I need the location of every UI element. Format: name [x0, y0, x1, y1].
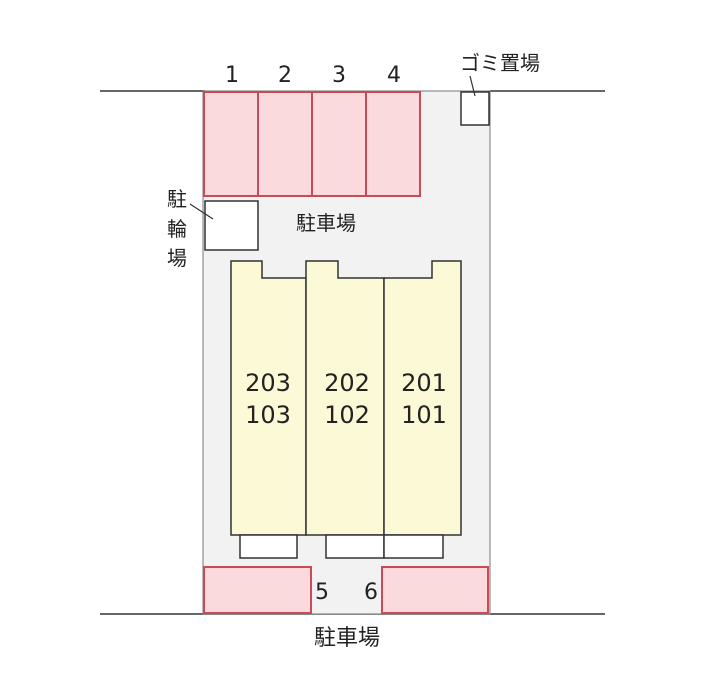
- garbage-area: [460, 91, 490, 126]
- parking-space-5: [203, 566, 312, 614]
- unit-102-lower-number: 102: [324, 401, 370, 429]
- parking-label-inside: 駐車場: [296, 211, 356, 235]
- bicycle-label-1: 駐: [167, 187, 187, 211]
- parking-number-6: 6: [364, 580, 378, 605]
- bicycle-label-2: 輪: [167, 217, 187, 241]
- building: [230, 260, 462, 536]
- unit-202-102: [305, 260, 385, 536]
- entrance-step-middle: [325, 534, 385, 559]
- parking-space-1: [203, 91, 259, 197]
- entrance-step-left: [239, 534, 298, 559]
- parking-label-bottom: 駐車場: [314, 626, 380, 651]
- unit-201-101: [383, 260, 462, 536]
- garbage-label: ゴミ置場: [460, 51, 540, 75]
- parking-number-1: 1: [225, 63, 239, 88]
- parking-top: [203, 91, 421, 197]
- bicycle-label-3: 場: [167, 246, 187, 270]
- parking-space-6: [381, 566, 489, 614]
- unit-103-lower-number: 103: [245, 401, 291, 429]
- unit-202-upper-number: 202: [324, 369, 370, 397]
- parking-number-2: 2: [278, 63, 292, 88]
- bicycle-parking-area: [204, 200, 259, 251]
- bicycle-pointer: [189, 203, 214, 220]
- parking-number-5: 5: [315, 580, 329, 605]
- unit-201-upper-number: 201: [401, 369, 447, 397]
- garbage-pointer: [469, 75, 476, 97]
- entrance-step-right: [383, 534, 444, 559]
- parking-space-2: [257, 91, 313, 197]
- unit-203-103: [230, 260, 307, 536]
- parking-space-3: [311, 91, 367, 197]
- parking-number-4: 4: [387, 63, 401, 88]
- unit-203-upper-number: 203: [245, 369, 291, 397]
- parking-number-3: 3: [332, 63, 346, 88]
- parking-space-4: [365, 91, 421, 197]
- unit-101-lower-number: 101: [401, 401, 447, 429]
